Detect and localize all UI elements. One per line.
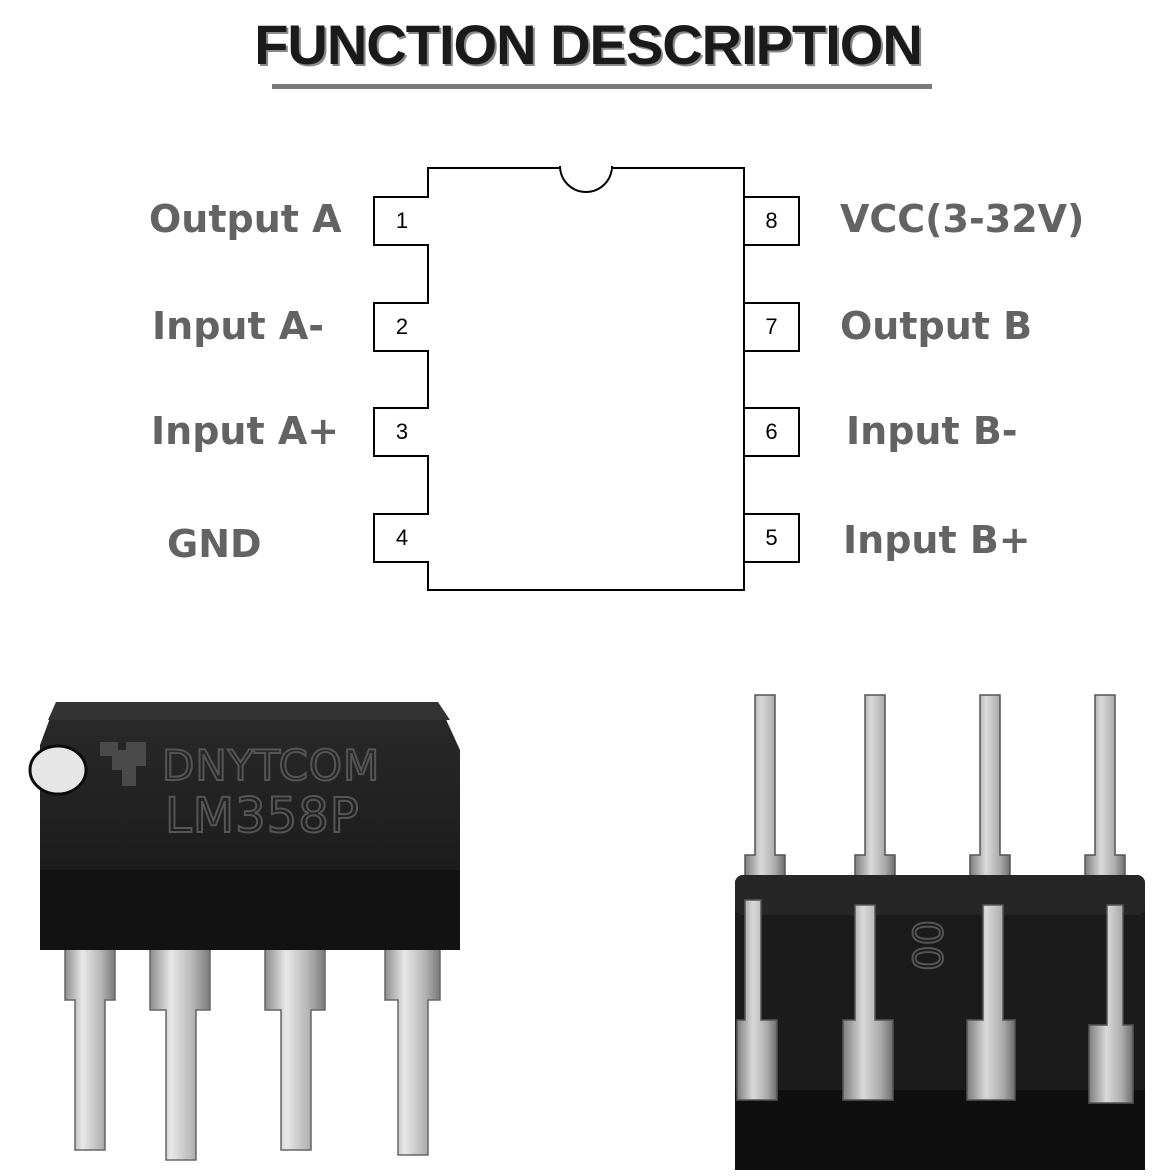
title-underline: [272, 84, 932, 89]
ti-logo-icon: [100, 742, 146, 786]
chip-photo-bottom-view: 00: [735, 694, 1145, 1170]
chip-pins-front: [736, 899, 1134, 1104]
pin-7-label: Output B: [840, 304, 1033, 348]
pin-2-label: Input A-: [152, 304, 325, 348]
pin-6: 6: [745, 407, 800, 457]
page-title: FUNCTION DESCRIPTION: [254, 13, 923, 76]
pin-5: 5: [745, 513, 800, 563]
notch-cover: [561, 164, 611, 170]
pin-1-label: Output A: [149, 197, 342, 241]
pin-5-label: Input B+: [843, 518, 1031, 562]
pin-6-label: Input B-: [846, 409, 1018, 453]
pin-3-label: Input A+: [151, 409, 340, 453]
pin-4: 4: [373, 513, 429, 563]
pin-8: 8: [745, 196, 800, 246]
chip-brand-marking: DNYTCOM: [162, 741, 380, 790]
pin-8-label: VCC(3-32V): [840, 197, 1085, 241]
pin-7: 7: [745, 302, 800, 352]
pin-3: 3: [373, 407, 429, 457]
chip-pins-bottom: [64, 929, 441, 1161]
pin-2: 2: [373, 302, 429, 352]
pin-1: 1: [373, 196, 429, 246]
chip-part-marking: LM358P: [165, 788, 360, 844]
chip-pins-back: [744, 694, 1126, 886]
chip-bottom-marking: 00: [903, 920, 949, 971]
chip-photo-top-view: DNYTCOM LM358P: [28, 702, 460, 1161]
ic-package-outline: [427, 167, 745, 591]
pin-4-label: GND: [167, 522, 262, 566]
